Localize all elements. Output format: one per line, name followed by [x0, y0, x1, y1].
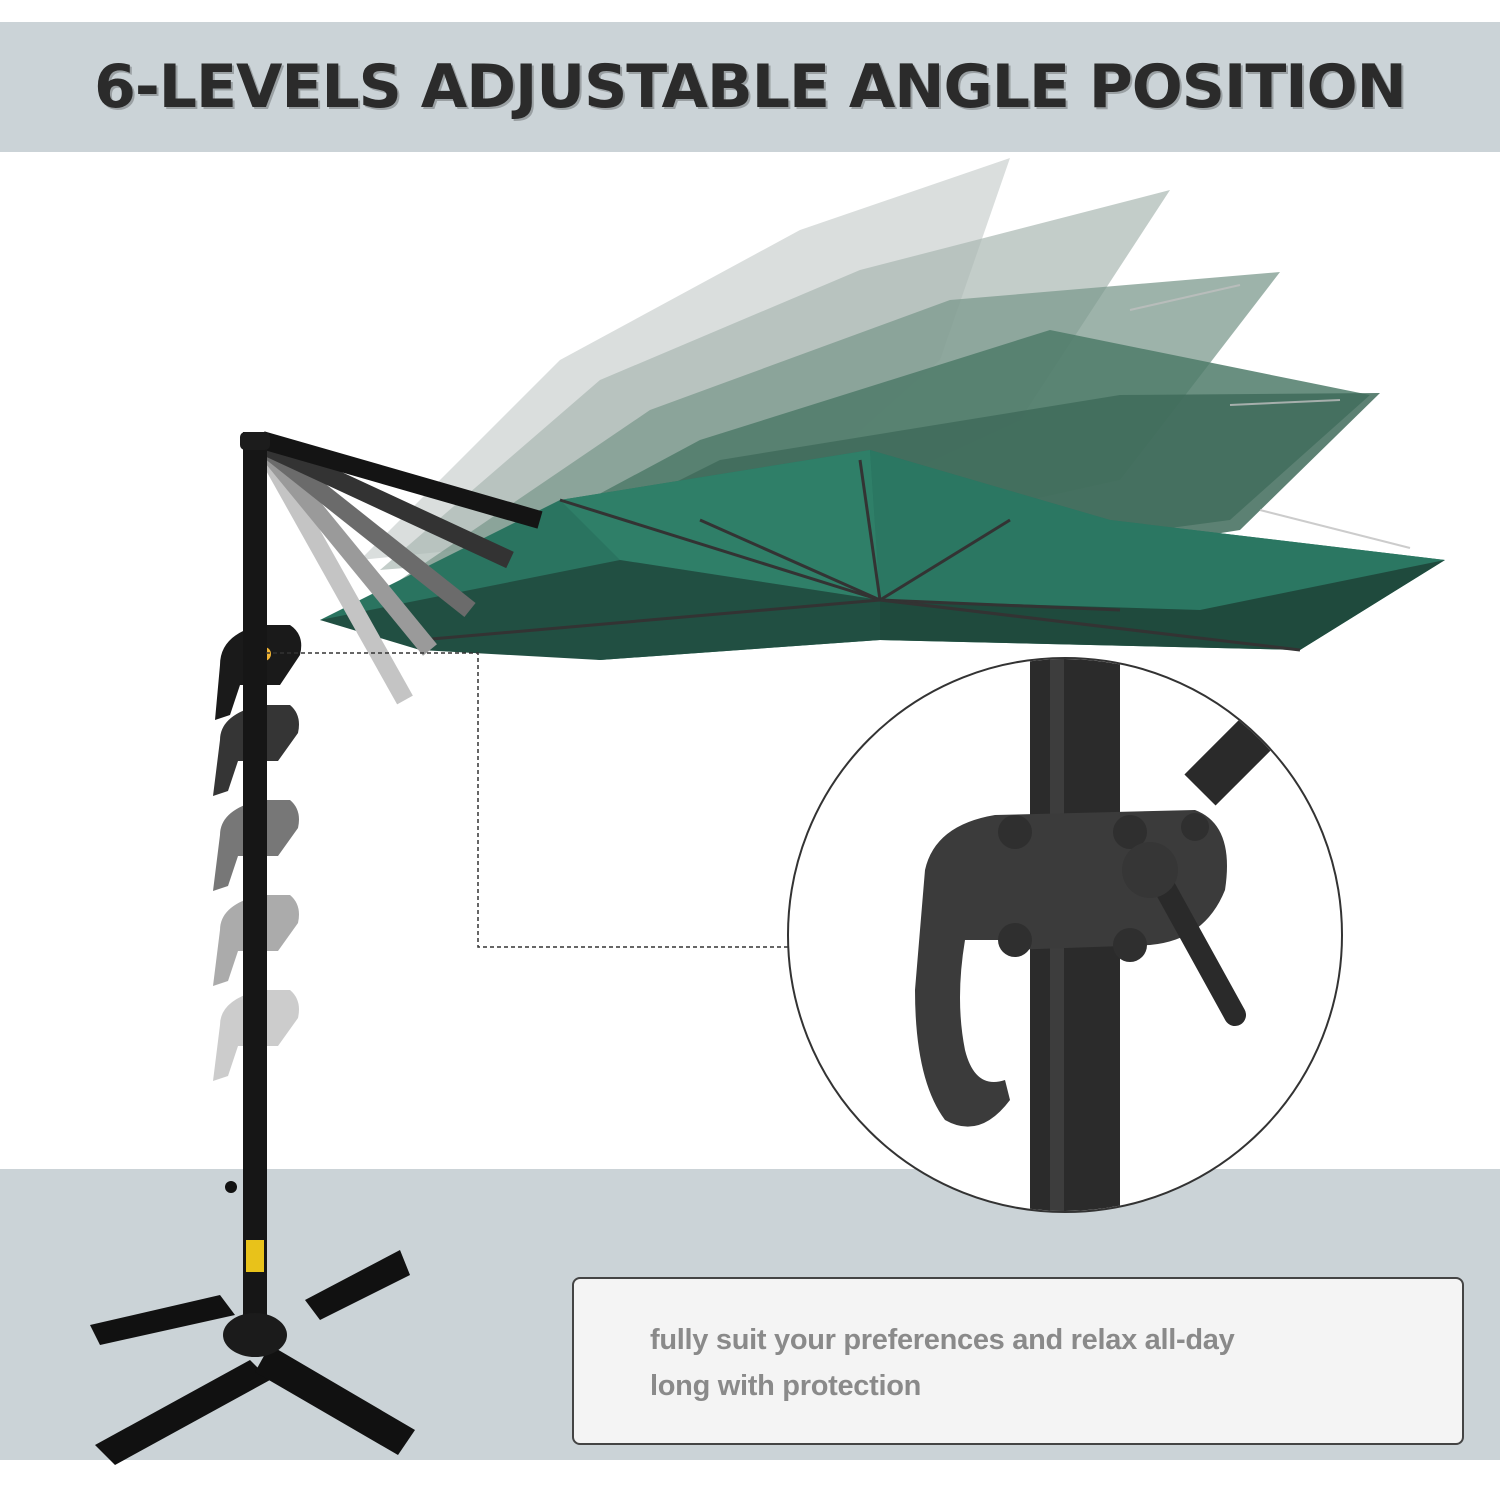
- note-line-2: long with protection: [650, 1370, 922, 1402]
- warning-sticker: [246, 1240, 264, 1272]
- main-canopy: [320, 284, 1445, 660]
- cross-base: [90, 1250, 415, 1465]
- arm-positions: [254, 431, 543, 705]
- page-title: 6-LEVELS ADJUSTABLE ANGLE POSITION: [94, 52, 1407, 122]
- callout-connector: [266, 652, 788, 948]
- note-line-1: fully suit your preferences and relax al…: [650, 1324, 1235, 1356]
- feature-note-box: fully suit your preferences and relax al…: [572, 1277, 1464, 1445]
- pole: [243, 432, 267, 1332]
- feature-note-text: fully suit your preferences and relax al…: [650, 1317, 1410, 1409]
- detail-inset: [787, 657, 1343, 1213]
- header-band: [0, 22, 1500, 152]
